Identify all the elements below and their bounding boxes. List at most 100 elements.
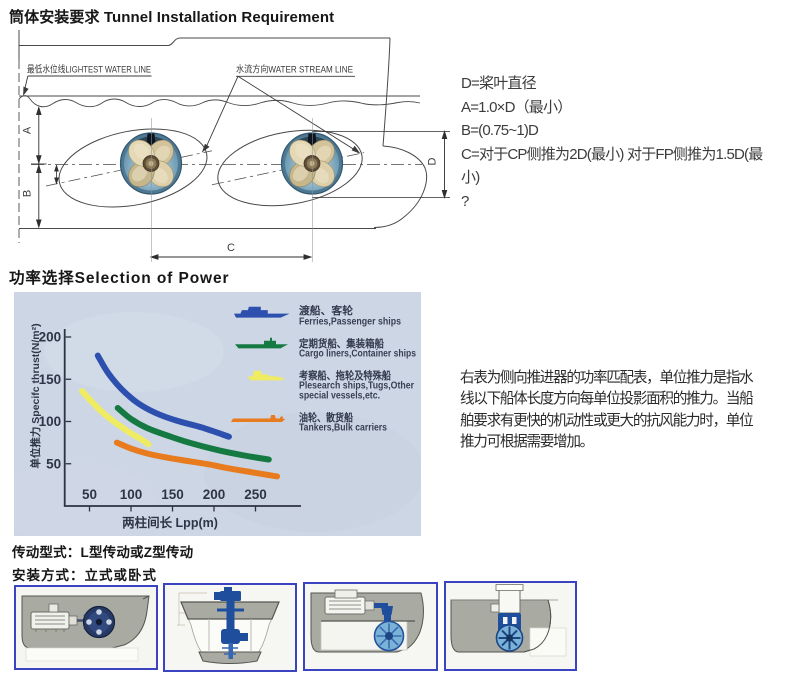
tunnel-ellipse-right [217,129,363,207]
gearbox [221,629,240,644]
paragraph-line: 推力可根据需要增加。 [460,433,594,450]
thumbnail-engine-z-drive [303,582,438,671]
drawing-shape [54,177,59,185]
spec-line: B=(0.75~1)D [461,122,539,139]
selection-of-power-heading: 功率选择Selection of Power [9,270,230,287]
propeller-blade-highlight [131,165,148,182]
legend-ship-icon-research [247,370,284,381]
tunnel-installation-heading: 筒体安装要求 Tunnel Installation Requirement [9,9,335,26]
bulbous-bow-outline [373,145,427,228]
below-hull [25,647,139,662]
y-tick-label: 150 [39,372,62,387]
y-tick-label: 50 [46,456,61,471]
dimension-d-group [312,129,450,200]
body-marks [503,617,517,624]
legend-label-en: Plesearch ships,Tugs,Other [299,381,414,392]
series-curve-research [79,388,152,448]
svg-element [305,584,436,669]
x-tick-label: 200 [203,487,226,502]
engine-detail [329,600,361,610]
dim-marks [177,592,207,626]
motor-end [214,592,221,600]
drawing-shape [441,129,448,139]
drawing-shape [351,145,361,154]
legend-ship-icon-tanker [231,415,286,423]
drawing-shape [54,164,59,172]
thumbnail-vertical-drive-section [163,583,297,672]
svg-element [446,583,575,669]
angle-dimension-group [54,164,59,185]
transmission-type-heading: 传动型式：L型传动或Z型传动 [12,545,194,560]
propeller-hub-cone [309,160,315,167]
dimension-ab-group [31,105,47,229]
x-tick-label: 100 [120,487,143,502]
lightest-water-line-label: 最低水位线LIGHTEST WATER LINE [27,64,151,76]
series-curve-tanker [113,439,281,480]
drive-shaft [226,601,235,643]
spec-line: A=1.0×D（最小） [461,98,572,116]
thruster-photo-right [280,132,344,195]
label-leaders-group [23,75,361,154]
tunnel-installation-drawing: 最低水位线LIGHTEST WATER LINE 水流方向WATER STREA… [18,30,450,262]
propeller-blade-highlight [152,167,168,184]
drawing-shape [35,105,42,115]
tunnel-openings-group [58,128,363,208]
thumbnail-horizontal-l-drive [14,585,158,670]
installation-type-heading: 安装方式：立式或卧式 [12,568,157,583]
x-tick-label: 250 [244,487,267,502]
stream-axis-left [45,150,213,187]
drawing-shape [35,163,42,173]
scan-smudge [44,312,224,392]
paragraph-line: 舶要求有更快的机动性或更大的抗风能力时，单位 [460,412,754,429]
prop-hub [385,632,393,640]
drawing-shape [205,76,239,149]
tunnel-ellipse-left [58,128,208,208]
blade-dot [106,619,112,625]
drawing-shape [149,254,159,260]
deck-mark [142,595,150,600]
spec-line: C=对于CP侧推为2D(最小) 对于FP侧推为1.5D(最 [461,145,763,163]
gear-side [240,633,248,641]
blade-dot [96,609,102,615]
drawing-shape [303,254,313,260]
motor-housing [498,586,521,614]
propeller-blade-highlight [313,167,329,184]
propeller-blade-highlight [134,143,150,160]
paragraph-line: 线以下船体长度方向每单位投影面积的推力。当船 [460,391,754,408]
aux-box [490,603,500,613]
dimension-b-label: B [22,190,34,197]
engine-stack [48,603,59,613]
legend-ship-icon-cargo [235,337,288,349]
series-curve-passenger [94,352,232,440]
blade-dot [96,629,102,635]
drawing-shape [23,86,29,96]
mount-arms [83,614,89,630]
motor [220,591,241,601]
drawing-shape [237,75,357,152]
hull-outline-group [18,30,427,243]
propeller-blade-highlight [295,143,311,160]
water-stream-line-label: 水流方向WATER STREAM LINE [236,64,353,76]
wavy-water-line [18,95,421,108]
lower-shaft [228,643,233,659]
engine-detail [35,615,65,625]
prop-hub [506,634,513,642]
thumbnail-vertical-unit [444,581,577,671]
spec-line: D=桨叶直径 [461,75,537,92]
y-axis-title: 单位推力 Specifc thrust(N/m²) [29,323,42,468]
dimension-d-label: D [427,157,439,165]
scan-smudge [204,412,424,532]
scan-smudge [0,462,154,542]
dimension-c-label: C [227,242,235,254]
engine-feet [35,629,65,632]
motor-top [224,587,232,592]
x-tick-label: 150 [161,487,184,502]
bow-stem-line [382,37,391,147]
legend-label-zh: 油轮、散货船 [299,411,353,424]
